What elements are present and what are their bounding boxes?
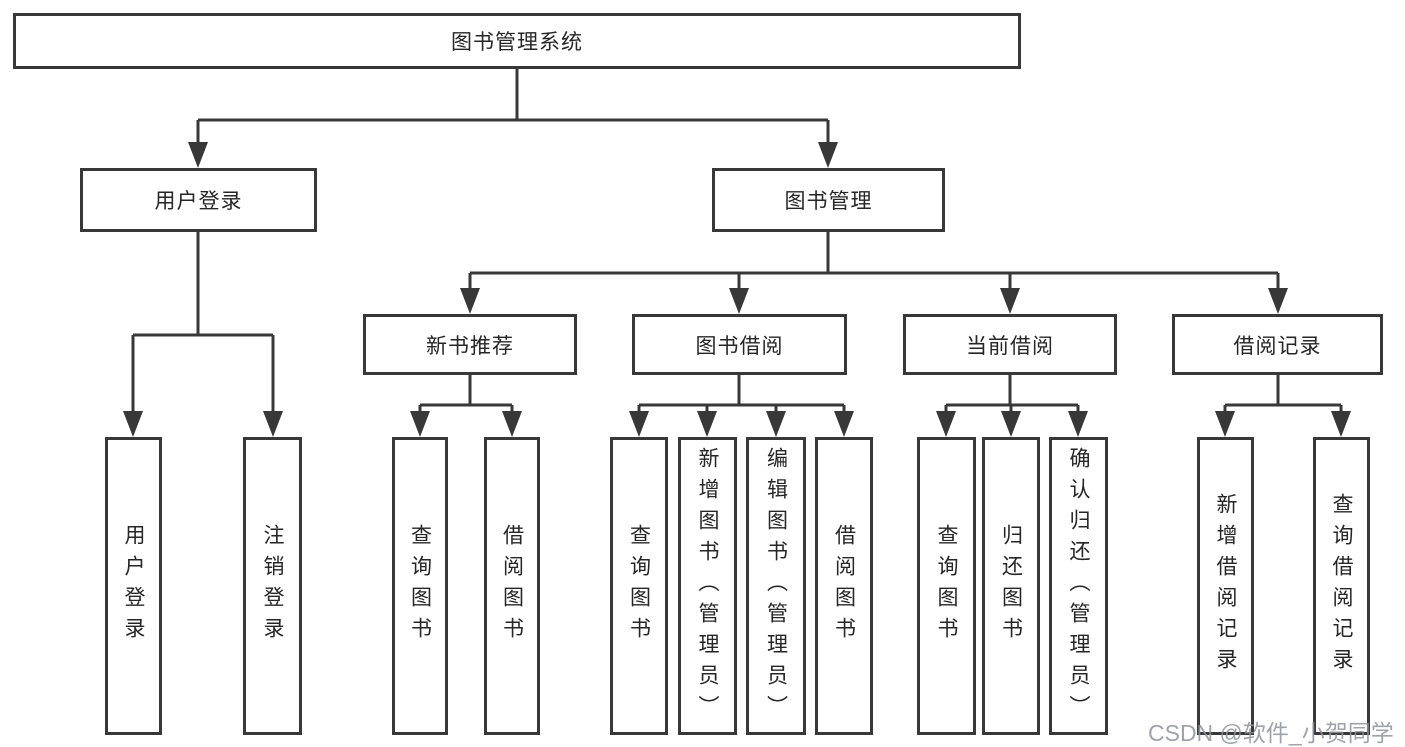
leaf-return-book: 归还图书 (982, 437, 1040, 735)
leaf-add-book-admin: 新增图书（管理员） (678, 437, 737, 735)
leaf-borrow-book-2: 借阅图书 (815, 437, 873, 735)
leaf-query-book-2: 查询图书 (610, 437, 668, 735)
leaf-logout: 注销登录 (243, 437, 302, 735)
leaf-label: 新增图书（管理员） (696, 446, 719, 726)
leaf-confirm-return-admin: 确认归还（管理员） (1049, 437, 1108, 735)
node-label: 图书管理 (784, 190, 873, 213)
node-label: 图书管理系统 (451, 31, 583, 54)
leaf-label: 注销登录 (261, 524, 284, 648)
leaf-label: 查询图书 (408, 524, 432, 648)
node-book-management: 图书管理 (712, 168, 945, 232)
leaf-edit-book-admin: 编辑图书（管理员） (746, 437, 806, 735)
leaf-label: 确认归还（管理员） (1067, 446, 1090, 726)
leaf-label: 归还图书 (999, 524, 1023, 648)
leaf-label: 用户登录 (122, 524, 145, 648)
leaf-add-borrow-record: 新增借阅记录 (1197, 437, 1254, 735)
leaf-label: 查询借阅记录 (1330, 493, 1353, 679)
node-user-login-branch: 用户登录 (80, 168, 317, 232)
leaf-label: 查询图书 (935, 524, 958, 648)
leaf-query-book-1: 查询图书 (392, 437, 448, 735)
node-label: 借阅记录 (1233, 334, 1322, 358)
node-borrow-record: 借阅记录 (1172, 314, 1383, 375)
leaf-query-borrow-record: 查询借阅记录 (1313, 437, 1370, 735)
leaf-label: 借阅图书 (500, 524, 524, 648)
leaf-borrow-book-1: 借阅图书 (484, 437, 540, 735)
node-library-management-system: 图书管理系统 (13, 13, 1021, 69)
node-current-borrow: 当前借阅 (903, 314, 1117, 375)
node-label: 图书借阅 (695, 334, 784, 358)
node-label: 当前借阅 (966, 334, 1054, 358)
leaf-query-book-3: 查询图书 (917, 437, 976, 735)
leaf-label: 新增借阅记录 (1214, 493, 1237, 679)
leaf-user-login: 用户登录 (105, 437, 162, 735)
node-label: 新书推荐 (426, 334, 514, 358)
leaf-label: 借阅图书 (832, 524, 856, 648)
leaf-label: 查询图书 (627, 524, 651, 648)
leaf-label: 编辑图书（管理员） (764, 446, 788, 726)
csdn-watermark: CSDN @软件_小贺同学 (1148, 720, 1394, 746)
node-new-book-recommend: 新书推荐 (363, 314, 577, 375)
node-book-borrow: 图书借阅 (632, 314, 847, 375)
node-label: 用户登录 (154, 190, 243, 213)
